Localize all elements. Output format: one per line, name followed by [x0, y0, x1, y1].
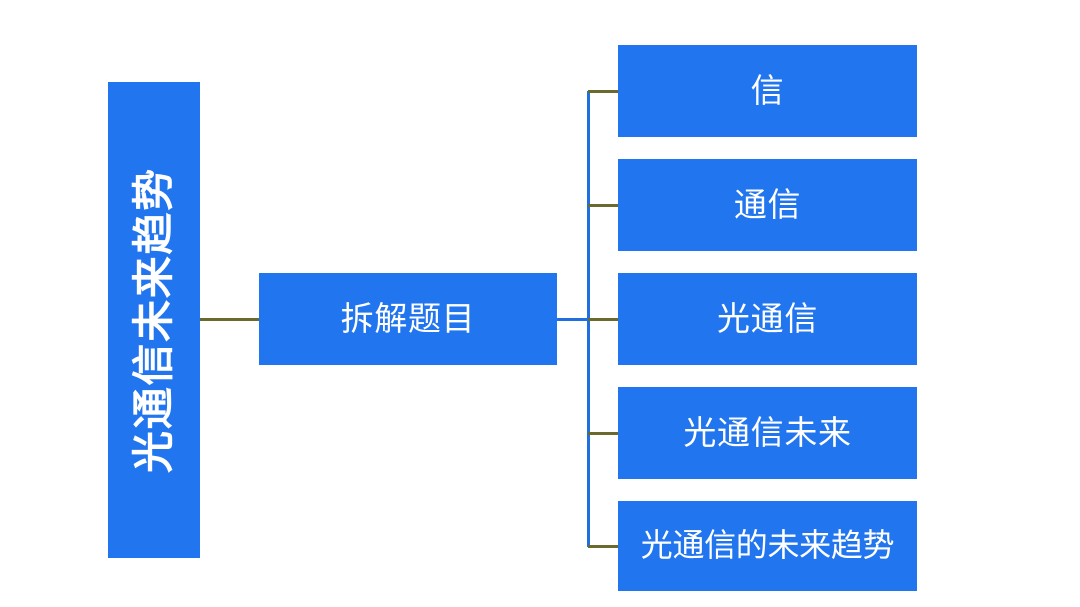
- root-node[interactable]: 光通信未来趋势: [108, 82, 200, 558]
- center-node-label: 拆解题目: [340, 298, 476, 338]
- root-node-label: 光通信未来趋势: [128, 167, 178, 473]
- connector-root-to-center: [200, 318, 259, 321]
- leaf-node-3[interactable]: 光通信未来: [618, 387, 917, 479]
- connector-stub-leaf-1: [588, 204, 619, 207]
- leaf-node-1[interactable]: 通信: [618, 159, 917, 251]
- leaf-node-3-label: 光通信未来: [683, 412, 852, 452]
- leaf-node-0-label: 信: [750, 70, 785, 110]
- leaf-node-2[interactable]: 光通信: [618, 273, 917, 365]
- leaf-node-1-label: 通信: [733, 184, 802, 224]
- connector-center-to-trunk: [557, 318, 589, 321]
- leaf-node-0[interactable]: 信: [618, 45, 917, 137]
- connector-stub-leaf-4: [588, 545, 619, 548]
- center-node[interactable]: 拆解题目: [259, 273, 557, 365]
- leaf-node-2-label: 光通信: [717, 298, 818, 338]
- connector-stub-leaf-2: [588, 318, 619, 321]
- connector-stub-leaf-0: [588, 90, 619, 93]
- leaf-node-4-label: 光通信的未来趋势: [640, 526, 895, 565]
- connector-stub-leaf-3: [588, 432, 619, 435]
- leaf-node-4[interactable]: 光通信的未来趋势: [618, 501, 917, 591]
